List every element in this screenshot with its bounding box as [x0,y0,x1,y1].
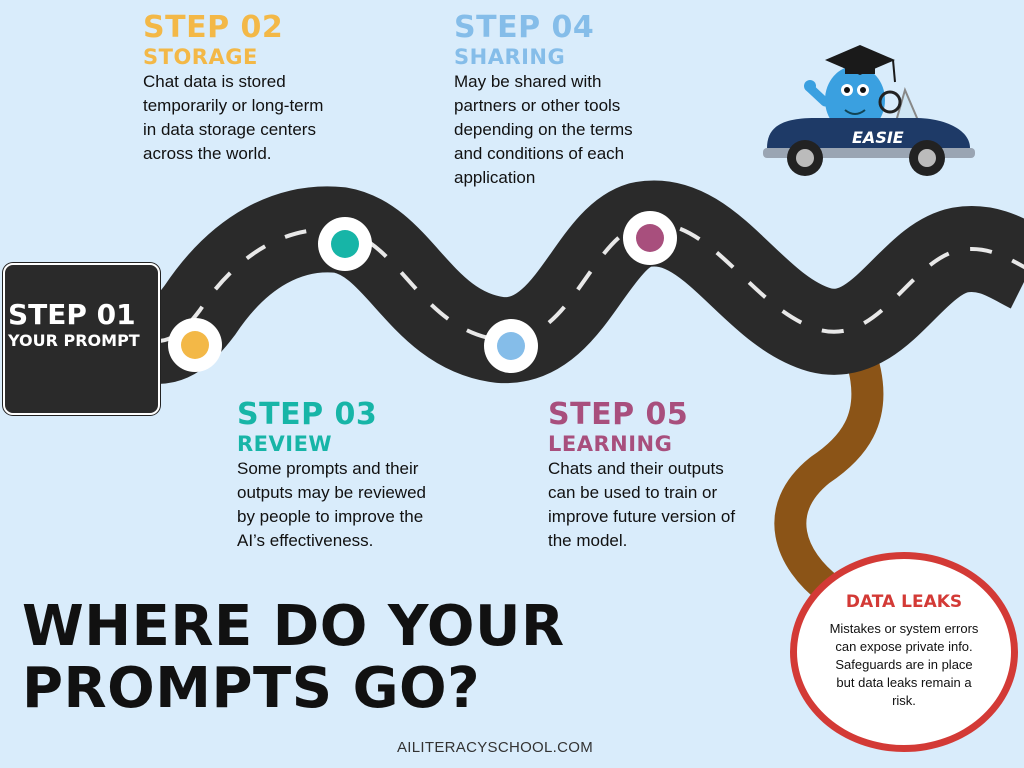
step04-line: May be shared with [454,72,602,91]
data-leaks-line: risk. [892,693,916,708]
step04-line: application [454,168,536,187]
step05-line: can be used to train or [548,483,718,502]
car-icon: EASIE [763,45,975,176]
step-marker-02 [168,318,222,372]
data-leaks-line: Mistakes or system errors [829,621,979,636]
step04-description: May be shared with partners or other too… [454,70,633,190]
road [139,180,1024,384]
step02-line: across the world. [143,144,272,163]
page-title: WHERE DO YOUR PROMPTS GO? [22,596,565,720]
mascot-icon [804,66,885,134]
step04-line: partners or other tools [454,96,621,115]
data-leaks-title: DATA LEAKS [845,592,963,612]
data-leaks-circle [790,552,1018,752]
data-leaks-line: but data leaks remain a [836,675,972,690]
step04-line: depending on the terms [454,120,633,139]
step-marker-04 [484,319,538,373]
step04-number: STEP 04 [454,10,595,45]
step05-name: LEARNING [548,432,673,456]
data-leaks-line: Safeguards are in place [835,657,973,672]
car-label: EASIE [852,128,904,147]
leak-trail [774,344,884,606]
step02-number: STEP 02 [143,10,284,45]
step05-description: Chats and their outputs can be used to t… [548,457,735,553]
step03-line: outputs may be reviewed [237,483,426,502]
road-centerline [149,221,1024,343]
step05-number: STEP 05 [548,397,689,432]
step01-number: STEP 01 [8,298,136,331]
step03-number: STEP 03 [237,397,378,432]
step-marker-03 [318,217,372,271]
step02-line: in data storage centers [143,120,316,139]
step04-line: and conditions of each [454,144,625,163]
step-marker-05 [623,211,677,265]
data-leaks-line: can expose private info. [835,639,973,654]
step02-block: STEP 02 STORAGE Chat data is stored temp… [143,12,323,166]
step05-line: improve future version of [548,507,736,526]
step01-box [3,263,160,415]
step03-line: by people to improve the [237,507,424,526]
step03-line: AI’s effectiveness. [237,531,374,550]
step05-line: Chats and their outputs [548,459,724,478]
step03-block: STEP 03 REVIEW Some prompts and their ou… [237,399,426,553]
step03-name: REVIEW [237,432,333,456]
step02-line: Chat data is stored [143,72,286,91]
step02-description: Chat data is stored temporarily or long-… [143,70,323,166]
step02-name: STORAGE [143,45,258,69]
step05-block: STEP 05 LEARNING Chats and their outputs… [548,399,735,553]
page-title-line: PROMPTS GO? [22,656,481,721]
step03-line: Some prompts and their [237,459,419,478]
step02-line: temporarily or long-term [143,96,324,115]
data-leaks-description: Mistakes or system errors can expose pri… [812,620,996,710]
footer-url[interactable]: AILITERACYSCHOOL.COM [397,739,594,756]
graduation-cap-icon [825,45,896,83]
page-title-line: WHERE DO YOUR [22,594,565,659]
step03-description: Some prompts and their outputs may be re… [237,457,426,553]
step04-name: SHARING [454,45,566,69]
step04-block: STEP 04 SHARING May be shared with partn… [454,12,633,190]
step01-name: YOUR PROMPT [8,331,140,350]
step05-line: the model. [548,531,628,550]
